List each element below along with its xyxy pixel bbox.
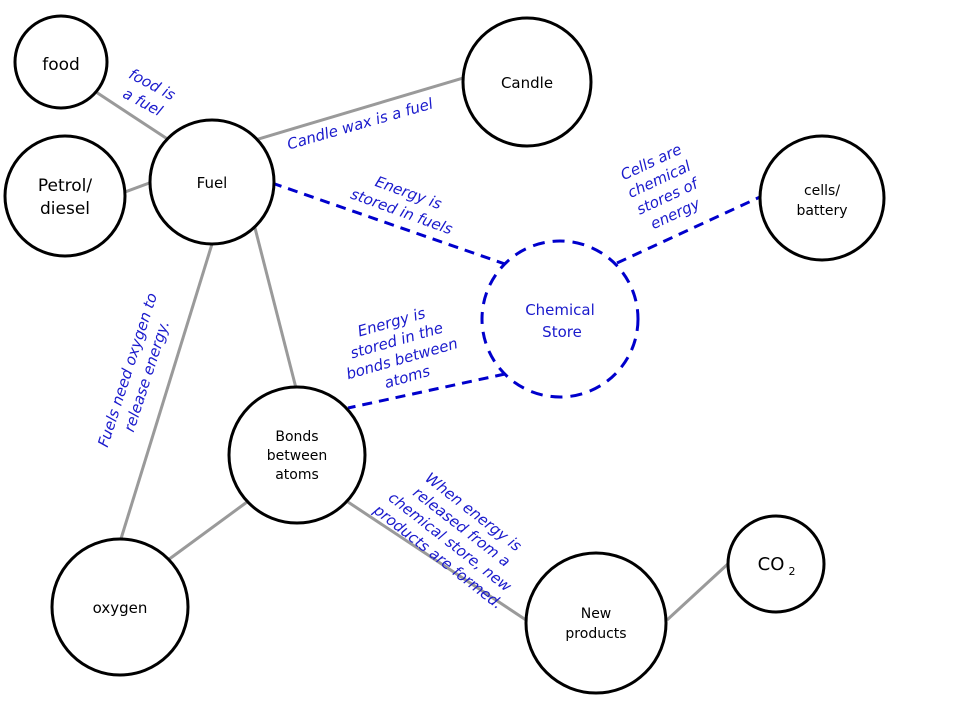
node-food-label: food xyxy=(42,55,80,75)
node-newproducts-circle xyxy=(524,551,668,695)
node-candle-label: Candle xyxy=(501,74,553,92)
node-chemicalstore-circle xyxy=(480,239,640,399)
link-chemicalstore-cells xyxy=(616,195,761,265)
link-newproducts-co2 xyxy=(665,560,732,622)
link-food-fuel xyxy=(95,90,173,144)
node-cells-circle xyxy=(758,134,886,262)
link-fuel-candle xyxy=(254,76,464,142)
node-bonds-label-1: Bonds xyxy=(275,429,318,445)
link-petrol-fuel xyxy=(124,180,153,194)
node-newproducts-label-1: New xyxy=(581,606,612,622)
annotation-cells-chemical: Cells are chemical stores of energy xyxy=(618,140,704,233)
link-bonds-newproducts xyxy=(347,500,527,622)
node-candle-circle xyxy=(461,16,593,148)
node-bonds-label-2: between xyxy=(267,448,328,464)
link-bonds-oxygen xyxy=(167,500,248,562)
node-petrol-label-1: Petrol/ xyxy=(38,176,93,196)
node-food-circle xyxy=(13,14,109,110)
annotation-released-products: When energy is released from a chemical … xyxy=(369,469,525,613)
node-cells-label-1: cells/ xyxy=(804,183,840,199)
node-fuel-label: Fuel xyxy=(197,174,228,192)
node-oxygen-circle xyxy=(50,537,190,677)
annotation-energy-fuels: Energy is stored in fuels xyxy=(348,172,455,238)
node-chemicalstore-label-2: Store xyxy=(542,323,582,341)
node-bonds-label-3: atoms xyxy=(275,467,319,483)
node-bonds-circle xyxy=(227,385,367,525)
node-co2-label: CO xyxy=(758,554,785,575)
node-newproducts-label-2: products xyxy=(565,626,626,642)
node-petrol-circle xyxy=(3,134,127,258)
node-chemicalstore-label-1: Chemical xyxy=(525,301,595,319)
node-petrol-label-2: diesel xyxy=(40,199,90,219)
link-fuel-chemicalstore xyxy=(271,181,506,266)
node-fuel-circle xyxy=(148,118,276,246)
node-co2-circle xyxy=(726,514,826,614)
link-chemicalstore-bonds xyxy=(347,372,506,410)
annotation-oxygen-release: Fuels need oxygen to release energy. xyxy=(94,291,173,449)
node-cells-label-2: battery xyxy=(796,203,847,219)
node-co2-subscript: 2 xyxy=(789,565,796,578)
node-oxygen-label: oxygen xyxy=(93,599,148,617)
link-fuel-oxygen xyxy=(118,243,214,543)
link-fuel-bonds xyxy=(253,227,299,393)
